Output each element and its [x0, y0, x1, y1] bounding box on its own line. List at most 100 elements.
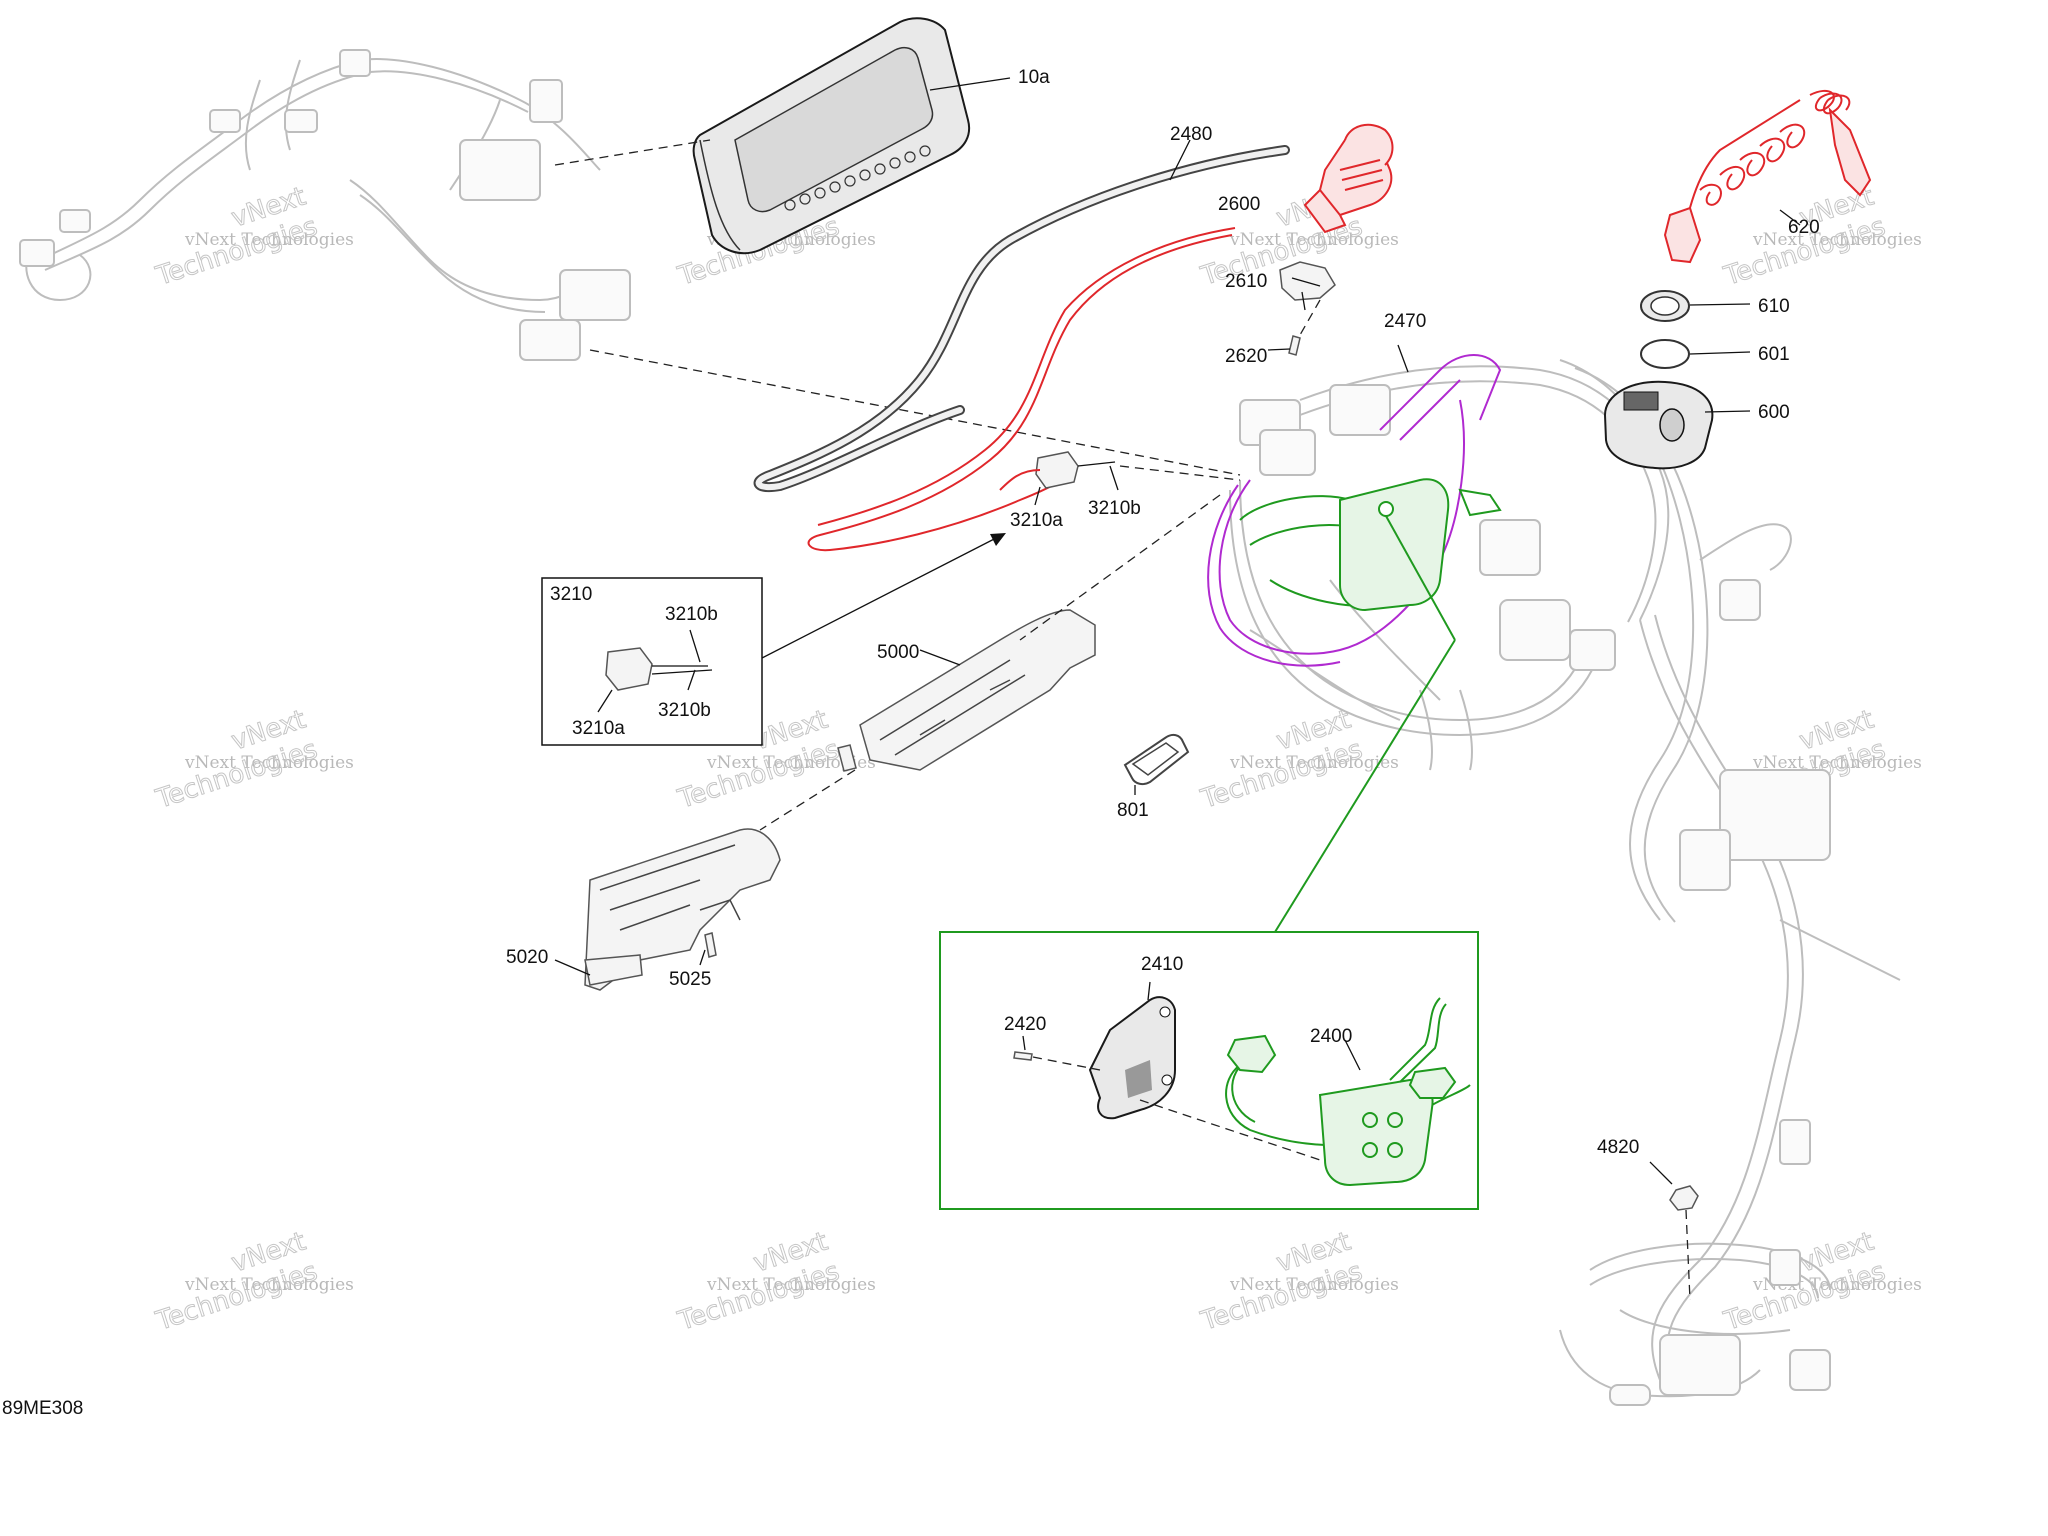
- callout-600: 600: [1758, 402, 1790, 423]
- nut-610: [1640, 290, 1751, 322]
- callout-2480: 2480: [1170, 124, 1212, 145]
- connector: [1259, 429, 1316, 476]
- detail-link-line: [1274, 639, 1456, 933]
- watermark-text: vNext Technologies: [184, 1275, 354, 1295]
- instrument-cluster-10a: [692, 17, 1011, 255]
- callout-3210a-box: 3210a: [572, 718, 625, 739]
- callout-4820: 4820: [1597, 1137, 1639, 1158]
- watermark: vNext Technologies vNext Technologies: [673, 1226, 876, 1337]
- watermark: vNext Technologies vNext Technologies: [1719, 1226, 1921, 1337]
- callout-2600: 2600: [1218, 194, 1260, 215]
- callout-labels: 10a 2480 2600 2610 2620 2470 620 610 601…: [2, 67, 1820, 1419]
- callout-2610: 2610: [1225, 271, 1267, 292]
- leader-dash: [1119, 465, 1241, 481]
- watermark-text: vNext Technologies: [706, 753, 876, 773]
- screw-2620: [1267, 335, 1301, 356]
- leader-dash: [1032, 1056, 1101, 1071]
- callout-801: 801: [1117, 800, 1149, 821]
- gasket-801: [1123, 733, 1190, 795]
- watermark-text: vNext Technologies: [706, 1275, 876, 1295]
- connector: [1679, 829, 1731, 891]
- callout-3210b: 3210b: [1088, 498, 1141, 519]
- callout-610: 610: [1758, 296, 1790, 317]
- callout-620: 620: [1788, 217, 1820, 238]
- watermark-text: vNext Technologies: [1752, 230, 1922, 250]
- callout-10a: 10a: [1018, 67, 1050, 88]
- watermark: vNext Technologies vNext Technologies: [151, 1226, 354, 1337]
- connector: [1499, 599, 1571, 661]
- leader-dash: [1139, 1099, 1321, 1161]
- harness-2470: [1207, 344, 1502, 667]
- nut-4820: [1649, 1161, 1699, 1211]
- arrow-head: [990, 533, 1006, 546]
- watermark-text: vNext Technologies: [1229, 230, 1399, 250]
- watermark-text: vNext Technologies: [184, 230, 354, 250]
- diagram-id: 89ME308: [2, 1398, 83, 1419]
- watermark: vNext Technologies vNext Technologies: [151, 181, 354, 292]
- connector: [1479, 519, 1541, 576]
- detail-box-2400: [939, 931, 1479, 1210]
- housing-5020: [554, 828, 781, 991]
- dess-switch-2600: [807, 123, 1394, 552]
- callout-5000: 5000: [877, 642, 919, 663]
- connector: [1769, 1249, 1801, 1286]
- key-switch-label-plate: [1623, 391, 1659, 411]
- connector: [1779, 1119, 1811, 1165]
- main-wiring-harness: [1229, 359, 1901, 1406]
- detail-link-line: [1385, 515, 1456, 641]
- callout-2620: 2620: [1225, 346, 1267, 367]
- bracket-5000: [837, 609, 1096, 772]
- connector-3210: [999, 451, 1119, 506]
- callout-2400: 2400: [1310, 1026, 1352, 1047]
- callout-3210a: 3210a: [1010, 510, 1063, 531]
- callout-2470: 2470: [1384, 311, 1426, 332]
- ecu-module: [1719, 769, 1831, 861]
- connector: [209, 109, 241, 133]
- socket-2610: [1279, 261, 1336, 311]
- connector: [1329, 384, 1391, 436]
- connector: [59, 209, 91, 233]
- leader-dash: [589, 349, 1241, 476]
- connector: [529, 79, 563, 123]
- switch-highlight-circle: [1378, 501, 1394, 517]
- connector: [559, 269, 631, 321]
- screw-5025: [699, 932, 717, 966]
- tether-cord-620: [1663, 89, 1872, 264]
- callout-2410: 2410: [1141, 954, 1183, 975]
- watermark: vNext Technologies vNext Technologies: [151, 704, 354, 815]
- leader-dash: [1299, 299, 1321, 336]
- solenoid: [1659, 1334, 1741, 1396]
- key-switch-600: [1603, 380, 1751, 470]
- leader-dash: [759, 769, 856, 831]
- cable-2480: [753, 139, 1290, 492]
- connector: [284, 109, 318, 133]
- connector: [19, 239, 55, 267]
- connector: [1569, 629, 1616, 671]
- connector: [339, 49, 371, 77]
- detail-box-3210: [541, 533, 1006, 746]
- arrow-line: [761, 534, 1003, 659]
- connector: [1789, 1349, 1831, 1391]
- leader-dash: [1685, 1209, 1691, 1301]
- connector: [1719, 579, 1761, 621]
- connector: [519, 319, 581, 361]
- connector: [459, 139, 541, 201]
- callout-3210b-box-bottom: 3210b: [658, 700, 711, 721]
- callout-5025: 5025: [669, 969, 711, 990]
- watermark: vNext Technologies vNext Technologies: [1196, 1226, 1399, 1337]
- watermark-text: vNext Technologies: [184, 753, 354, 773]
- leader-dash: [554, 139, 711, 166]
- cluster-buttons: [784, 145, 931, 211]
- callout-2420: 2420: [1004, 1014, 1046, 1035]
- callout-3210-box-title: 3210: [550, 584, 592, 605]
- callout-5020: 5020: [506, 947, 548, 968]
- watermark: vNext Technologies vNext Technologies: [1719, 181, 1922, 292]
- callout-3210b-box-top: 3210b: [665, 604, 718, 625]
- mount: [1609, 1384, 1651, 1406]
- watermark-text: vNext Technologies: [1229, 753, 1399, 773]
- leader-dash: [1019, 494, 1221, 641]
- watermark-text: vNext Technologies: [1752, 753, 1922, 773]
- dash-harness-upper-left: [19, 49, 631, 361]
- watermark-text: vNext Technologies: [1229, 1275, 1399, 1295]
